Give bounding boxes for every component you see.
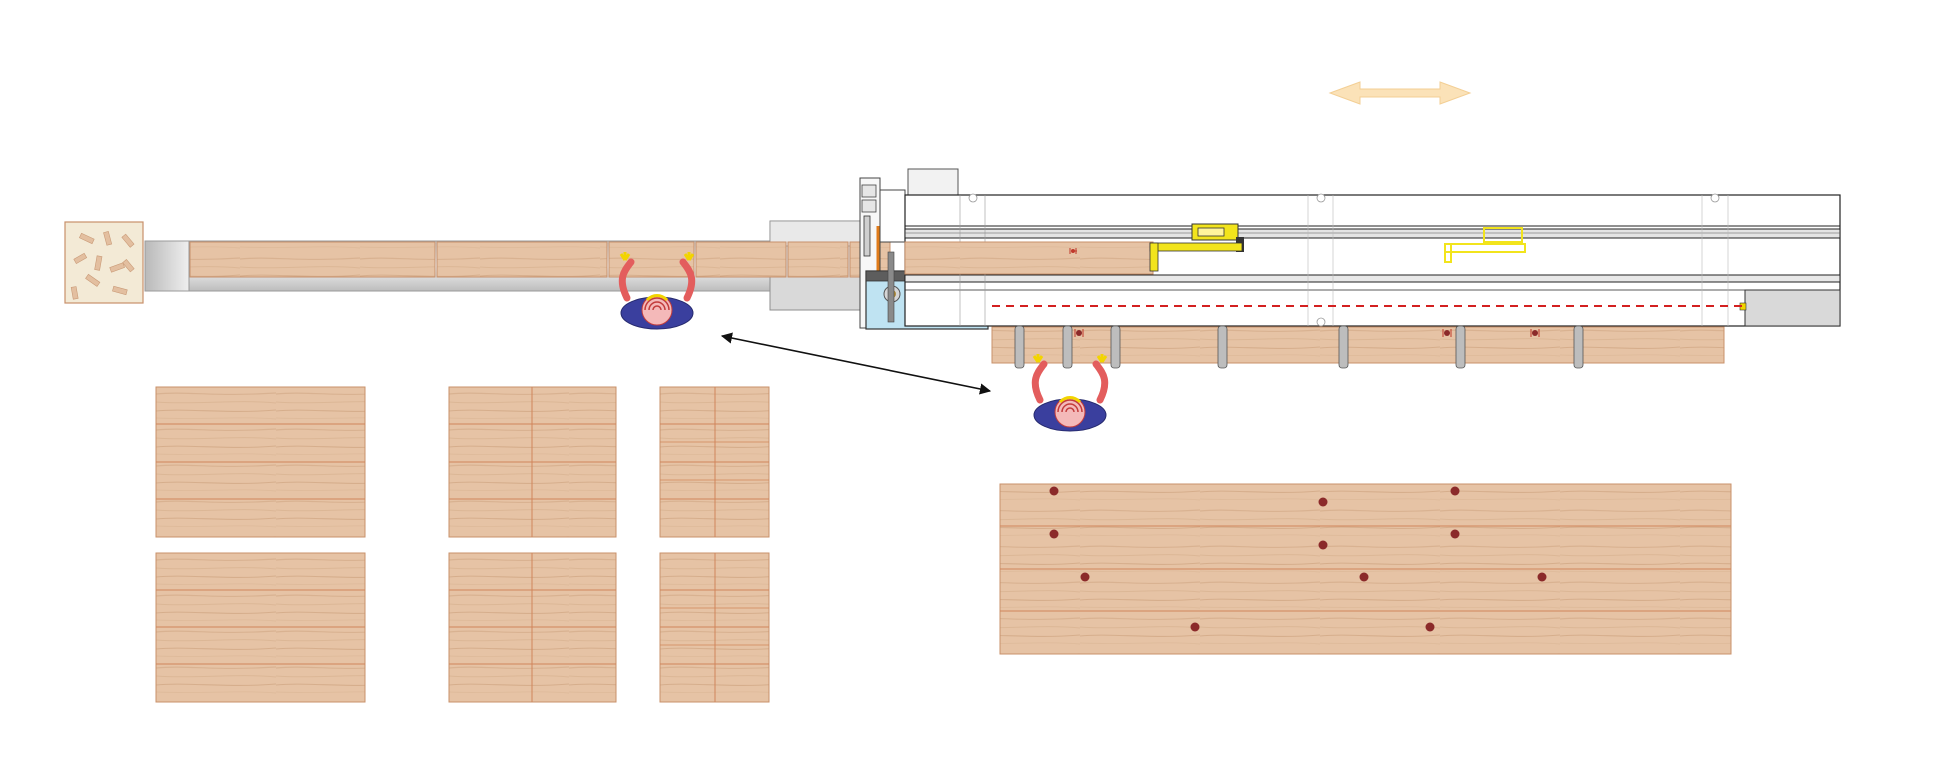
pusher-carriage-ghost: [1444, 227, 1526, 263]
panel-stack: [659, 552, 770, 703]
panel-stack: [155, 552, 366, 703]
panel-stack: [659, 386, 770, 538]
finished-panel-stacks: [155, 386, 770, 703]
cross-cut-saw: [859, 168, 959, 329]
outfeed-board: [991, 325, 1725, 369]
operator-icon: [618, 252, 696, 330]
infeed-boards: [189, 241, 891, 278]
scrap-bin-icon: [64, 221, 144, 304]
panel-stack: [448, 552, 617, 703]
operator-icon: [1031, 354, 1109, 432]
board-in-machine: [904, 241, 1154, 275]
movement-direction-arrow: [1328, 81, 1472, 105]
drill-marks: [1049, 486, 1547, 632]
panel-stack: [155, 386, 366, 538]
drill-marks-outfeed: [1074, 329, 1540, 337]
pusher-carriage: [1149, 223, 1244, 272]
output-table: [999, 483, 1732, 655]
operator-path-arrow: [720, 332, 992, 395]
panel-stack: [448, 386, 617, 538]
